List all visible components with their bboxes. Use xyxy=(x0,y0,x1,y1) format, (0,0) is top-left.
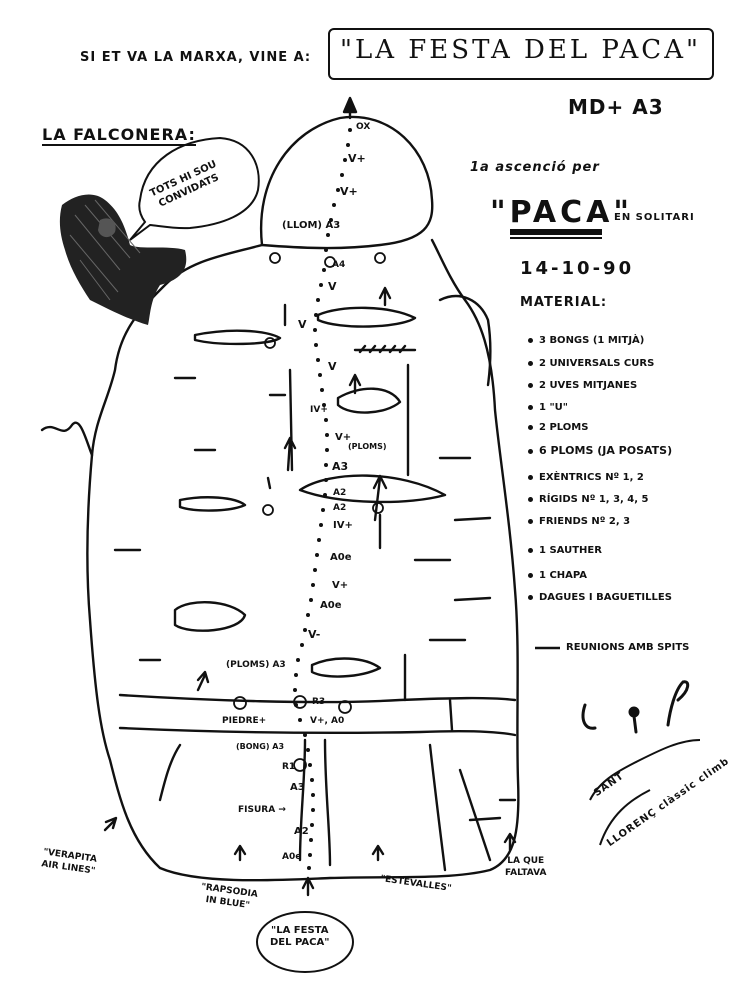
grade-text: MD+ A3 xyxy=(568,95,664,119)
grade-label: A0e xyxy=(282,852,302,862)
grade-label: A0e xyxy=(330,552,352,563)
hole-2 xyxy=(316,306,417,328)
grade-label: A3 xyxy=(290,782,305,793)
grade-label: R3 xyxy=(312,697,326,707)
material-heading: MATERIAL: xyxy=(520,295,608,310)
grade-label: A2 xyxy=(333,488,347,498)
grade-label: (BONG) A3 xyxy=(236,742,285,751)
material-item: 2 UNIVERSALS CURS xyxy=(528,358,654,369)
grade-label: V+ xyxy=(332,580,349,591)
climber-portrait xyxy=(59,194,187,325)
crag-name: LA FALCONERA: xyxy=(42,125,196,146)
material-item: FRIENDS Nº 2, 3 xyxy=(528,516,630,527)
ground-line xyxy=(40,421,94,457)
hole-6 xyxy=(310,657,382,678)
title-box xyxy=(328,28,714,80)
material-item: DAGUES I BAGUETILLES xyxy=(528,592,672,603)
material-item: 1 CHAPA xyxy=(528,570,587,581)
hole-1 xyxy=(193,329,282,346)
grade-label: V+ xyxy=(335,432,352,443)
speech-bubble xyxy=(129,136,260,241)
grade-label: V xyxy=(328,360,337,373)
ascent-label: 1a ascenció per xyxy=(470,160,600,175)
grade-label: (PLOMS) xyxy=(348,442,387,451)
grade-label: (PLOMS) A3 xyxy=(226,660,286,670)
grade-label: (LLOM) A3 xyxy=(282,220,341,231)
legend-belays: REUNIONS AMB SPITS xyxy=(566,642,690,653)
hole-4 xyxy=(178,496,247,512)
material-item: 1 SAUTHER xyxy=(528,545,602,556)
grade-label: V xyxy=(328,280,337,293)
material-item: 6 PLOMS (JA POSATS) xyxy=(528,444,672,457)
ascent-style: en solitari xyxy=(614,212,695,223)
material-item: 2 UVES MITJANES xyxy=(528,380,637,391)
grade-label: V+, A0 xyxy=(310,716,345,726)
right-flake xyxy=(438,294,492,387)
grade-label: A0e xyxy=(320,600,342,611)
material-item: 2 PLOMS xyxy=(528,422,588,433)
material-item: 3 BONGS (1 MITJÀ) xyxy=(528,335,644,346)
belay-icon xyxy=(269,252,281,264)
intro-text: SI ET VA LA MARXA, VINE A: xyxy=(80,50,312,65)
grade-label: V+ xyxy=(340,185,358,198)
grade-label: V xyxy=(298,318,307,331)
route-name-bubble xyxy=(256,911,354,973)
grade-label: IV+ xyxy=(333,520,353,531)
hole-5 xyxy=(173,601,247,632)
summit-block xyxy=(259,115,434,250)
grade-label: FISURA → xyxy=(238,805,286,815)
grade-label: R1 xyxy=(282,762,296,772)
material-item: RÍGIDS Nº 1, 3, 4, 5 xyxy=(528,494,649,505)
grade-label: A2 xyxy=(333,503,347,513)
grade-label: PIEDRE+ xyxy=(222,716,267,726)
hole-3 xyxy=(336,387,402,414)
material-item: 1 "U" xyxy=(528,402,568,413)
grade-label: V- xyxy=(308,628,321,641)
grade-label: V+ xyxy=(348,152,366,165)
grade-label: OX xyxy=(356,122,371,132)
material-item: EXÈNTRICS Nº 1, 2 xyxy=(528,472,644,483)
climber-name: "PACA" xyxy=(490,195,633,230)
grade-label: A4 xyxy=(332,260,346,270)
piton-icon xyxy=(581,703,597,730)
summit-arrow-icon xyxy=(342,96,358,114)
grade-label: IV+ xyxy=(310,405,328,415)
page-title: "LA FESTA DEL PACA" xyxy=(340,35,701,65)
grade-label: A3 xyxy=(332,460,349,473)
rock-outline xyxy=(86,238,520,882)
grade-label: A2 xyxy=(294,826,309,837)
ascent-date: 14-10-90 xyxy=(520,258,635,279)
